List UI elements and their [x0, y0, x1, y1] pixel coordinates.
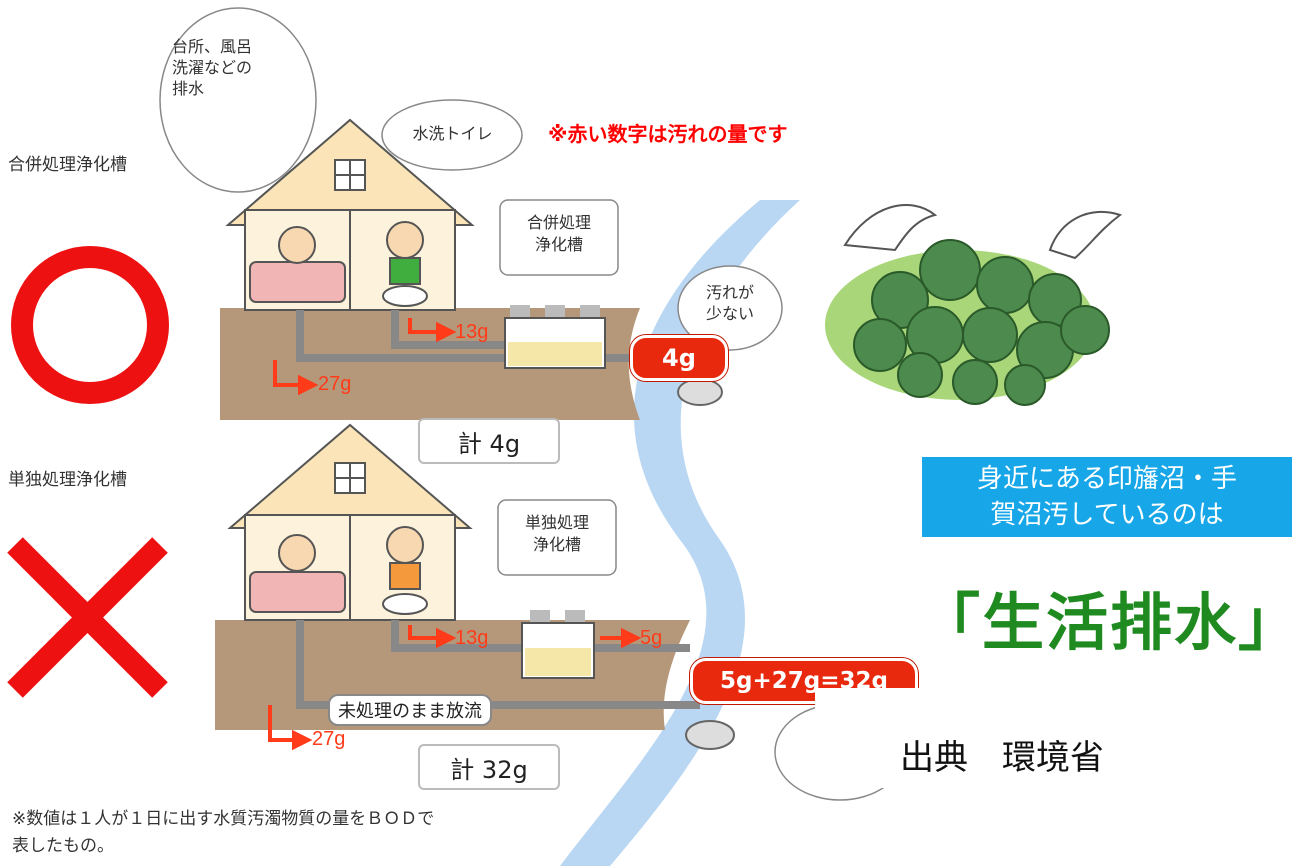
fish: [677, 378, 735, 750]
bubble-household-text: 台所、風呂 洗濯などの 排水: [172, 37, 253, 98]
cross-mark: [7, 537, 168, 698]
house-lower: [227, 423, 473, 621]
label-single-tank: 単独処理浄化槽: [8, 470, 127, 490]
source-credit: 出典 環境省: [900, 738, 1104, 778]
tank-upper: [504, 305, 606, 369]
footnote: ※数値は１人が１日に出す水質汚濁物質の量をＢＯＤで 表したもの。: [12, 809, 435, 856]
house-upper: [225, 118, 475, 311]
untreated-discharge-label: 未処理のまま放流: [328, 694, 492, 726]
forest: [825, 204, 1123, 406]
total-upper: 計 4g: [418, 418, 560, 464]
bubble-toilet-text: 水洗トイレ: [412, 124, 493, 143]
flow-household-lower: 27g: [312, 728, 346, 750]
river: [560, 200, 800, 866]
circle-mark: [11, 246, 169, 404]
flow-household-upper: 27g: [318, 373, 352, 395]
tank-label-single: 単独処理 浄化槽: [524, 513, 589, 554]
tank-lower: [521, 610, 595, 679]
tank-label-combined: 合併処理 浄化槽: [526, 213, 591, 254]
slogan: 「生活排水」: [918, 586, 1295, 659]
white-cover: [815, 688, 955, 788]
flow-toilet-lower: 13g: [455, 627, 489, 649]
flow-tank-out-lower: 5g: [640, 627, 663, 649]
bubble-river-text: 汚れが 少ない: [705, 283, 754, 323]
red-numbers-note: ※赤い数字は汚れの量です: [548, 122, 788, 146]
total-lower: 計 32g: [418, 744, 560, 790]
label-combined-tank: 合併処理浄化槽: [8, 155, 127, 175]
river-output-upper: 4g: [630, 335, 728, 381]
callout-box: 身近にある印旛沼・手 賀沼汚しているのは: [922, 457, 1292, 537]
flow-arrows: [268, 318, 642, 751]
flow-toilet-upper: 13g: [455, 321, 489, 343]
